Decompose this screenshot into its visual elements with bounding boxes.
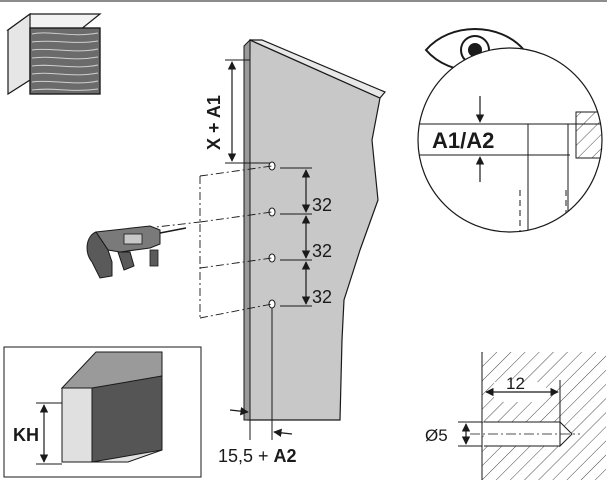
- spacing-label-1: 32: [312, 195, 332, 215]
- a1-a2-label: A1/A2: [432, 128, 494, 153]
- detail-circle: A1/A2: [417, 47, 603, 233]
- diameter-label: Ø5: [425, 426, 448, 445]
- spacing-label-2: 32: [312, 241, 332, 261]
- dimension-x-a1: X + A1: [204, 59, 270, 164]
- side-panel: [243, 38, 386, 421]
- dimension-offset-a2: 15,5 + A2: [218, 308, 297, 466]
- power-drill-icon: [86, 225, 187, 279]
- kh-label: KH: [13, 425, 39, 445]
- spacing-dimensions: 32 32 32: [280, 167, 332, 307]
- bore-hole-section: 12 Ø5: [425, 352, 606, 480]
- spacing-label-3: 32: [312, 287, 332, 307]
- kh-detail-box: KH: [3, 346, 202, 478]
- wood-cabinet-icon: [6, 12, 102, 96]
- depth-label: 12: [506, 374, 525, 393]
- offset-label: 15,5 + A2: [218, 446, 297, 466]
- x-plus-a1-label: X + A1: [204, 95, 224, 150]
